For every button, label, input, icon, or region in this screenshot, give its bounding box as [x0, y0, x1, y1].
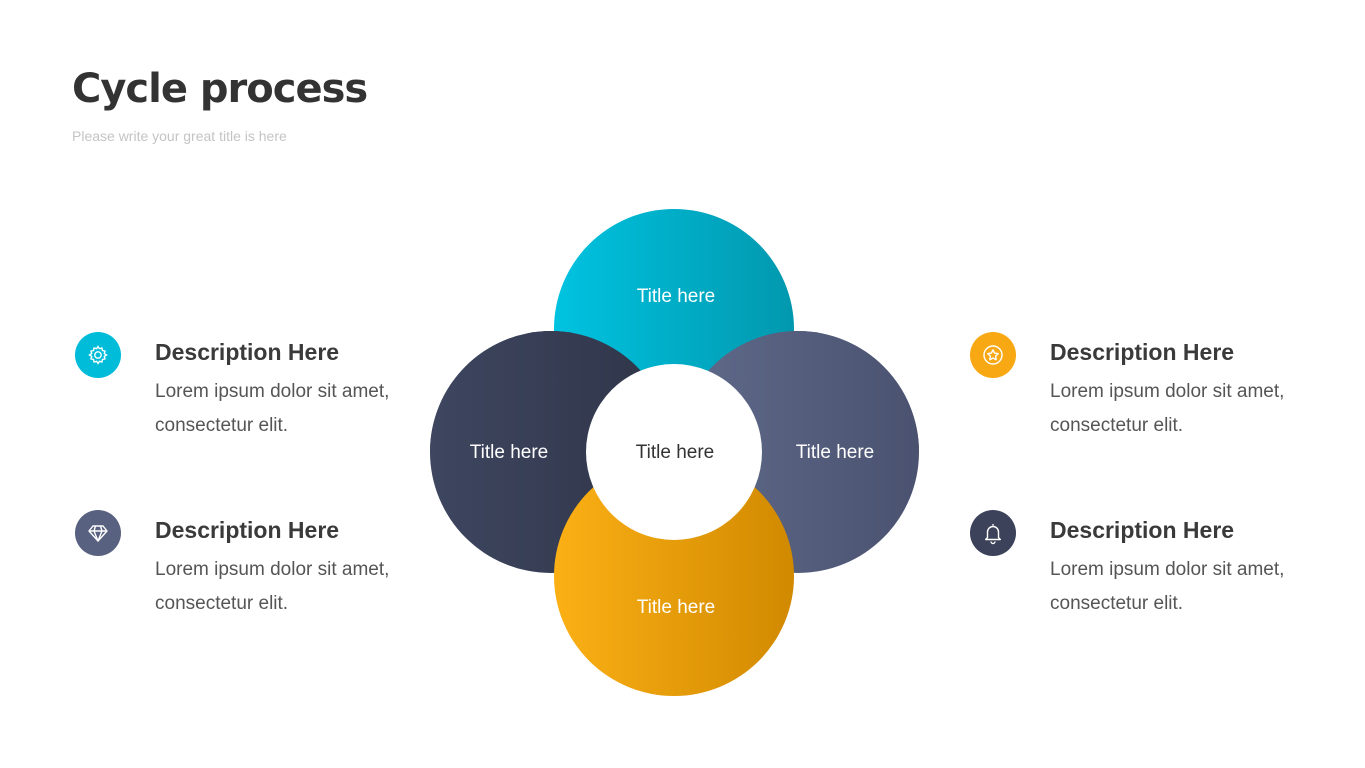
- star-icon: [970, 332, 1016, 378]
- cycle-label-top: Title here: [637, 286, 716, 307]
- page-subtitle: Please write your great title is here: [72, 128, 287, 144]
- page-title: Cycle process: [72, 66, 368, 112]
- description-title: Description Here: [1050, 339, 1235, 365]
- cycle-label-left: Title here: [470, 442, 549, 463]
- cycle-label-bottom: Title here: [637, 597, 716, 618]
- diamond-icon: [75, 510, 121, 556]
- cycle-label-right: Title here: [796, 442, 875, 463]
- cycle-circle-center: [586, 364, 762, 540]
- description-title: Description Here: [1050, 517, 1235, 543]
- bell-icon: [970, 510, 1016, 556]
- description-title: Description Here: [155, 517, 340, 543]
- description-body: Lorem ipsum dolor sit amet, consectetur …: [1050, 559, 1285, 614]
- cycle-label-center: Title here: [636, 442, 715, 463]
- description-body: Lorem ipsum dolor sit amet, consectetur …: [155, 381, 390, 436]
- description-body: Lorem ipsum dolor sit amet, consectetur …: [155, 559, 390, 614]
- cycle-diagram: Title here Title here Title here Title h…: [420, 200, 930, 710]
- description-title: Description Here: [155, 339, 340, 365]
- gear-icon: [75, 332, 121, 378]
- description-body: Lorem ipsum dolor sit amet, consectetur …: [1050, 381, 1285, 436]
